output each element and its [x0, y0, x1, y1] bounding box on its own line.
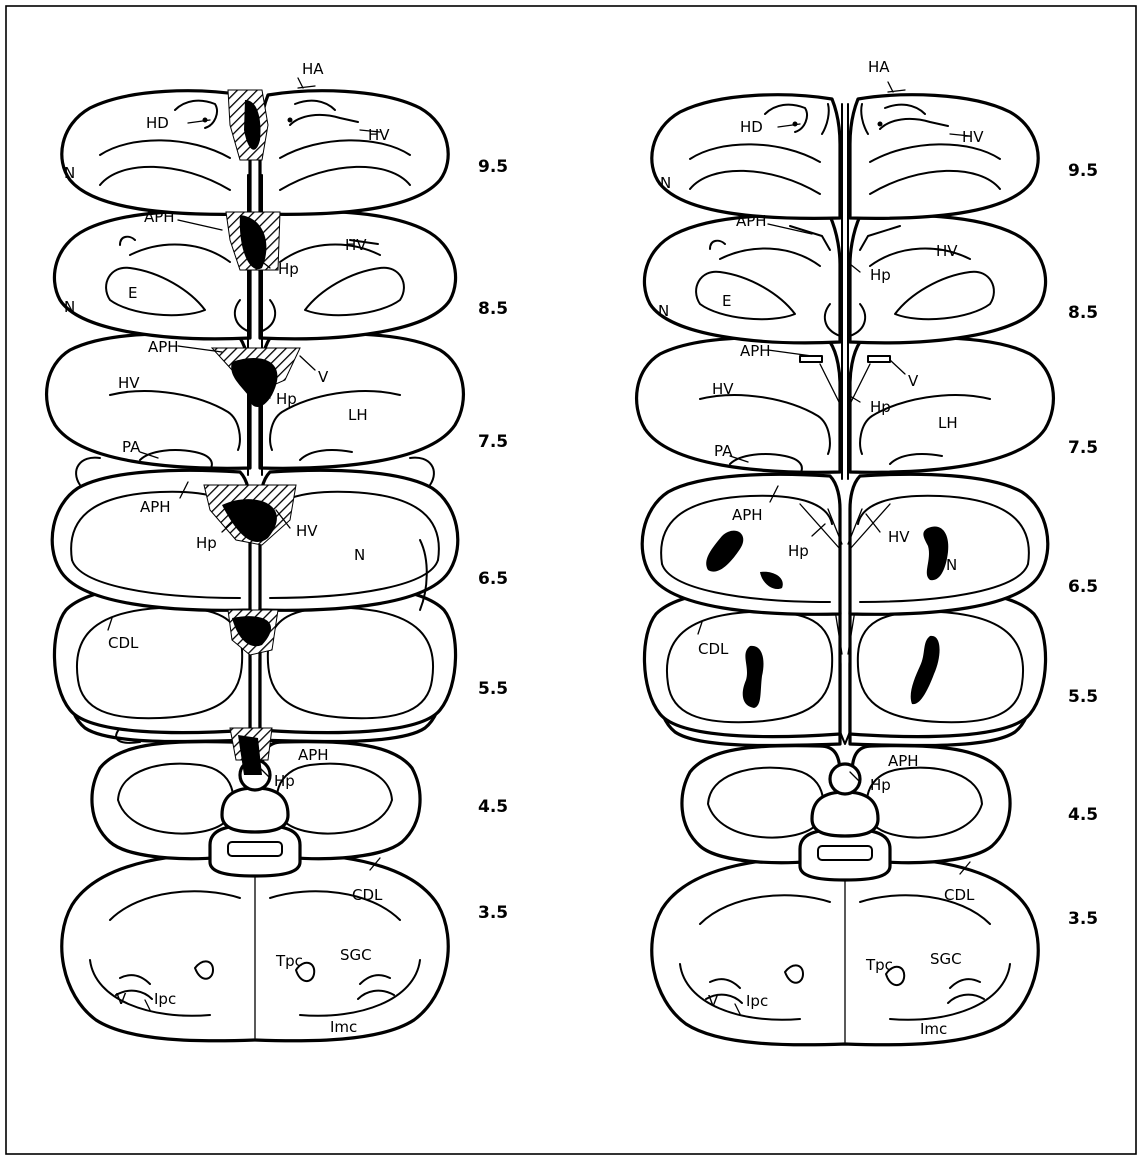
level-8.5: 8.5 [1068, 303, 1098, 323]
label-hv: HV [345, 236, 367, 254]
label-hp: Hp [870, 776, 891, 794]
label-aph: APH [298, 746, 329, 764]
label-cdl: CDL [352, 886, 383, 904]
level-7.5: 7.5 [1068, 438, 1098, 458]
level-8.5: 8.5 [478, 299, 508, 319]
label-imc: Imc [330, 1018, 357, 1036]
label-hd: HD [740, 118, 763, 136]
label-hp: Hp [274, 772, 295, 790]
label-aph: APH [148, 338, 179, 356]
level-6.5: 6.5 [1068, 577, 1098, 597]
level-5.5: 5.5 [478, 679, 508, 699]
label-cdl: CDL [108, 634, 139, 652]
level-4.5: 4.5 [478, 797, 508, 817]
right-level-numbers: 9.5 8.5 7.5 6.5 5.5 4.5 3.5 [1068, 161, 1098, 929]
label-cdl: CDL [944, 886, 975, 904]
section-6.5 [642, 474, 1048, 614]
label-lh: LH [938, 414, 958, 432]
section-5.5 [54, 583, 455, 732]
label-hv: HV [936, 242, 958, 260]
left-level-numbers: 9.5 8.5 7.5 6.5 5.5 4.5 3.5 [478, 157, 508, 923]
label-hv: HV [712, 380, 734, 398]
label-cdl: CDL [698, 640, 729, 658]
label-hp: Hp [870, 266, 891, 284]
label-n: N [354, 546, 365, 564]
label-ha: HA [302, 60, 324, 78]
section-2.5 [62, 852, 448, 1041]
label-hv: HV [296, 522, 318, 540]
label-hp: Hp [276, 390, 297, 408]
label-pa: PA [714, 442, 733, 460]
section-2.5 [652, 856, 1038, 1045]
label-ha: HA [868, 58, 890, 76]
level-5.5: 5.5 [1068, 687, 1098, 707]
label-hp: Hp [870, 398, 891, 416]
label-lh: LH [348, 406, 368, 424]
label-tpc: Tpc [275, 952, 303, 970]
label-sgc: SGC [930, 950, 962, 968]
label-hv: HV [368, 126, 390, 144]
label-aph: APH [736, 212, 767, 230]
level-3.5: 3.5 [1068, 909, 1098, 929]
label-n: N [64, 164, 75, 182]
label-hv: HV [888, 528, 910, 546]
label-v: V [708, 992, 719, 1010]
label-aph: APH [740, 342, 771, 360]
label-e: E [128, 284, 137, 302]
label-tpc: Tpc [865, 956, 893, 974]
label-n: N [946, 556, 957, 574]
level-7.5: 7.5 [478, 432, 508, 452]
label-v: V [318, 368, 329, 386]
label-sgc: SGC [340, 946, 372, 964]
right-panel: HA HD HV N APH HV Hp N E APH V HV Hp LH … [637, 58, 1099, 1045]
label-hp: Hp [788, 542, 809, 560]
label-aph: APH [144, 208, 175, 226]
level-6.5: 6.5 [478, 569, 508, 589]
level-9.5: 9.5 [478, 157, 508, 177]
section-9.5 [652, 90, 1038, 218]
label-v: V [116, 990, 127, 1008]
section-8.5 [644, 215, 1045, 343]
midline-ventricle [842, 104, 848, 479]
label-aph: APH [140, 498, 171, 516]
level-3.5: 3.5 [478, 903, 508, 923]
label-n: N [660, 174, 671, 192]
label-hp: Hp [278, 260, 299, 278]
level-4.5: 4.5 [1068, 805, 1098, 825]
label-ipc: Ipc [154, 990, 176, 1008]
label-hv: HV [962, 128, 984, 146]
section-3.5 [682, 746, 1010, 880]
label-n: N [64, 298, 75, 316]
label-ipc: Ipc [746, 992, 768, 1010]
label-hv: HV [118, 374, 140, 392]
label-n: N [658, 302, 669, 320]
label-aph: APH [732, 506, 763, 524]
label-hd: HD [146, 114, 169, 132]
label-v: V [908, 372, 919, 390]
label-pa: PA [122, 438, 141, 456]
label-aph: APH [888, 752, 919, 770]
label-hp: Hp [196, 534, 217, 552]
left-panel: HA HD HV N APH HV Hp N E APH V HV Hp LH … [47, 60, 509, 1041]
section-7.5 [637, 338, 1054, 474]
label-e: E [722, 292, 731, 310]
section-5.5 [644, 587, 1045, 736]
label-imc: Imc [920, 1020, 947, 1038]
level-9.5: 9.5 [1068, 161, 1098, 181]
